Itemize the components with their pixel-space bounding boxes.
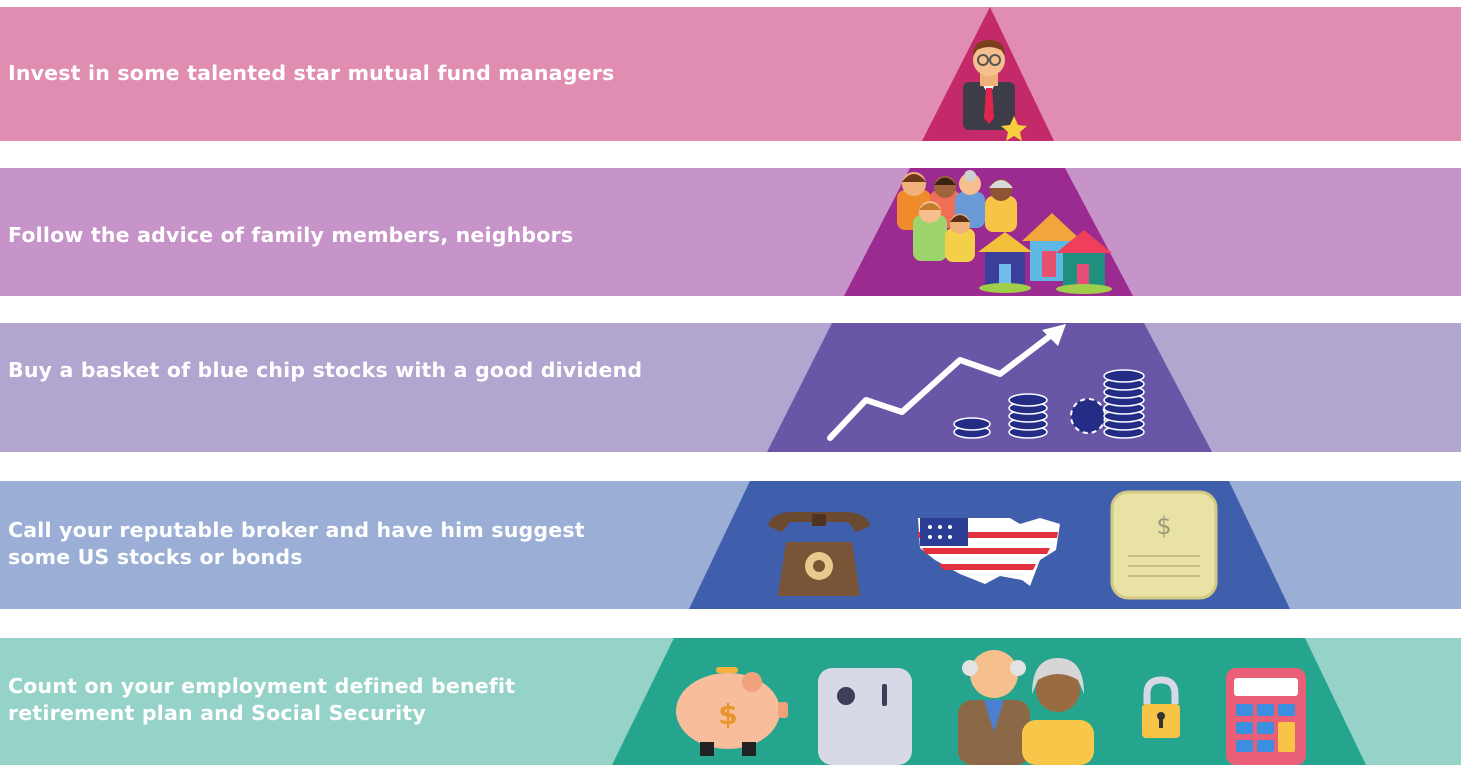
level-label: Invest in some talented star mutual fund… — [8, 61, 615, 85]
house-icon — [978, 213, 1112, 294]
svg-text:$: $ — [1156, 512, 1171, 540]
businessman-icon — [963, 40, 1015, 130]
trend-arrow-icon — [827, 333, 1053, 441]
star-icon — [1001, 116, 1027, 141]
us-map-flag-icon — [918, 518, 1060, 586]
family-group-icon — [897, 170, 1017, 262]
band-family-advice: Follow the advice of family members, nei… — [0, 168, 1461, 296]
padlock-icon — [1142, 676, 1180, 738]
band-star-managers: Invest in some talented star mutual fund… — [0, 7, 1461, 141]
telephone-icon — [768, 512, 870, 596]
safe-icon — [818, 668, 912, 765]
level-label: Count on your employment defined benefit… — [8, 674, 516, 725]
elderly-couple-icon — [958, 650, 1094, 765]
piggy-bank-icon: $ — [676, 667, 788, 756]
level-label: Call your reputable broker and have him … — [8, 518, 585, 569]
svg-text:$: $ — [718, 698, 737, 731]
calculator-icon — [1226, 668, 1306, 765]
coin-stack-icon — [953, 369, 1145, 439]
band-blue-chip: Buy a basket of blue chip stocks with a … — [0, 323, 1461, 452]
level-label: Follow the advice of family members, nei… — [8, 223, 574, 247]
bond-certificate-icon: $ — [1110, 490, 1218, 600]
level-label: Buy a basket of blue chip stocks with a … — [8, 358, 643, 382]
